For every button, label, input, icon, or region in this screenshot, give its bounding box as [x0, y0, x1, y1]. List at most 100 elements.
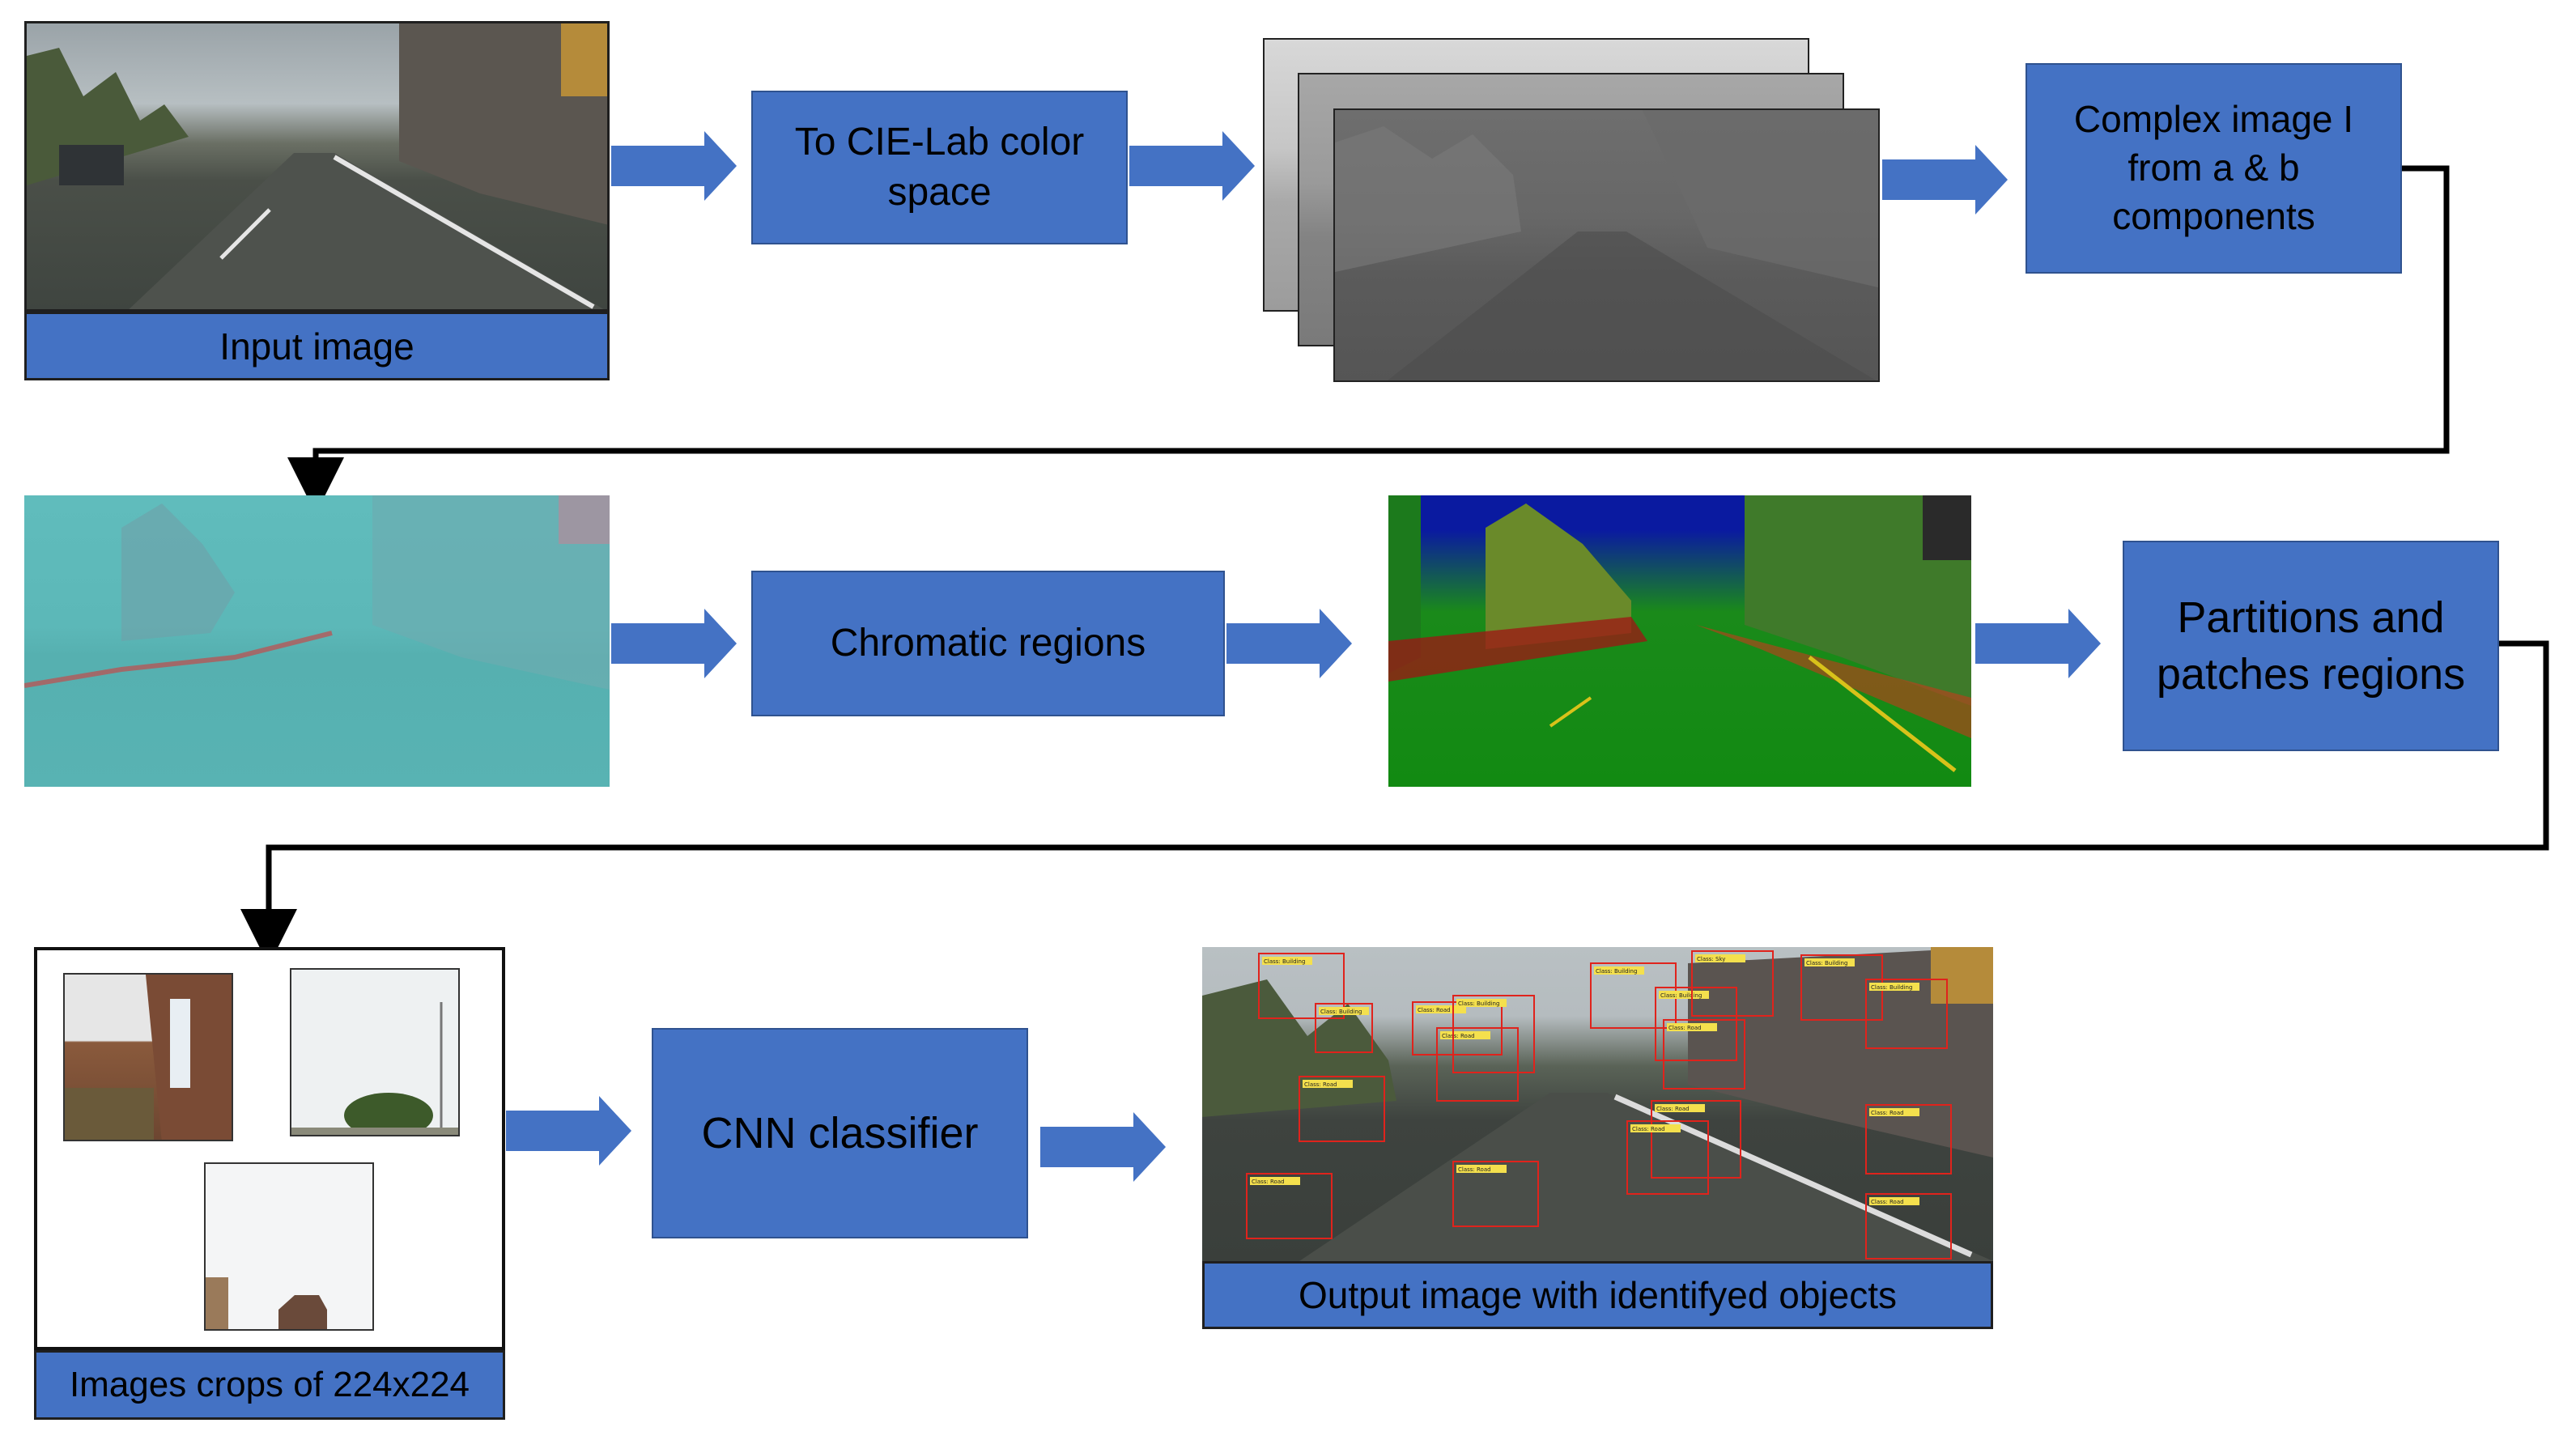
- detection-label: Class: Road: [1458, 1166, 1491, 1173]
- input-street-image: [24, 21, 610, 312]
- detection-rect: [1865, 1104, 1952, 1175]
- crop-building-sketch: [65, 975, 232, 1140]
- cnn-classifier-box: CNN classifier: [652, 1028, 1028, 1238]
- detection-box: Class: Building: [1258, 953, 1345, 1019]
- detection-label: Class: Road: [1656, 1106, 1690, 1112]
- crop-rooftops: [204, 1162, 374, 1331]
- crop-building-sign: [63, 973, 233, 1141]
- detection-box: Class: Road: [1651, 1100, 1741, 1179]
- detection-label: Class: Building: [1871, 984, 1912, 991]
- detection-label: Class: Road: [1252, 1179, 1285, 1185]
- detection-label: Class: Road: [1418, 1007, 1451, 1013]
- detection-tag-bg: [1695, 954, 1745, 962]
- arrow-lab-to-channels: [1129, 131, 1255, 201]
- detection-label: Class: Building: [1458, 1000, 1499, 1007]
- detection-tag-bg: [1594, 966, 1644, 975]
- detection-label: Class: Building: [1596, 968, 1637, 975]
- detection-rect: [1651, 1100, 1741, 1179]
- detection-label: Class: Road: [1442, 1033, 1475, 1039]
- detection-rect: [1436, 1027, 1519, 1102]
- partitions-patches-box: Partitions and patches regions: [2123, 541, 2499, 751]
- detection-label: Class: Road: [1668, 1025, 1702, 1031]
- ab-components-image: [24, 495, 610, 787]
- detection-label: Class: Road: [1304, 1081, 1337, 1088]
- detection-tag-bg: [1250, 1177, 1300, 1185]
- input-scene-sketch: [27, 23, 607, 309]
- detection-tag-bg: [1440, 1031, 1490, 1039]
- crops-caption: Images crops of 224x224: [34, 1350, 505, 1420]
- output-caption-text: Output image with identifyed objects: [1299, 1274, 1897, 1316]
- detection-label: Class: Building: [1264, 958, 1305, 965]
- detection-tag-bg: [1659, 991, 1709, 999]
- cielab-conversion-label: To CIE-Lab color space: [794, 120, 1085, 214]
- connector-row1-to-row2: [287, 165, 2450, 514]
- detection-rect: [1865, 1193, 1952, 1259]
- lab-channel-b-sketch: [1335, 110, 1878, 380]
- detection-rect: [1452, 1161, 1539, 1227]
- detection-rect: [1246, 1173, 1333, 1239]
- arrow-ab-to-chromatic: [611, 609, 737, 678]
- output-caption: Output image with identifyed objects: [1202, 1261, 1993, 1329]
- detection-rect: [1315, 1003, 1373, 1053]
- detection-rect: [1626, 1120, 1709, 1195]
- detection-tag-bg: [1303, 1080, 1353, 1088]
- detection-label: Class: Road: [1871, 1199, 1904, 1205]
- chromatic-regions-label: Chromatic regions: [830, 621, 1146, 665]
- detection-rect: [1452, 995, 1535, 1073]
- detection-rect: [1865, 979, 1948, 1049]
- complex-image-box: Complex image I from a & b components: [2026, 63, 2402, 274]
- detection-label: Class: Building: [1660, 992, 1702, 999]
- crops-caption-text: Images crops of 224x224: [69, 1365, 470, 1404]
- detection-box: Class: Building: [1315, 1003, 1373, 1053]
- detection-box: Class: Building: [1655, 987, 1737, 1061]
- detection-box: Class: Road: [1246, 1173, 1333, 1239]
- detection-box: Class: Road: [1452, 1161, 1539, 1227]
- detection-box: Class: Building: [1452, 995, 1535, 1073]
- arrow-map-to-partitions: [1975, 609, 2101, 678]
- arrow-chromatic-to-map: [1226, 609, 1352, 678]
- detection-box: Class: Road: [1865, 1193, 1952, 1259]
- detection-rect: [1691, 950, 1774, 1017]
- detection-label: Class: Road: [1632, 1126, 1665, 1132]
- detection-tag-bg: [1804, 958, 1855, 966]
- chromatic-regions-map: [1388, 495, 1971, 787]
- detection-rect: [1663, 1019, 1745, 1090]
- detection-tag-bg: [1416, 1005, 1466, 1013]
- detection-tag-bg: [1456, 999, 1507, 1007]
- detection-tag-bg: [1667, 1023, 1717, 1031]
- detection-tag-bg: [1869, 983, 1919, 991]
- detection-label: Class: Building: [1806, 960, 1847, 966]
- detection-label: Class: Building: [1320, 1009, 1362, 1015]
- crop-rooftops-sketch: [206, 1277, 327, 1329]
- cnn-classifier-label: CNN classifier: [701, 1108, 979, 1158]
- arrow-cnn-to-output: [1040, 1112, 1166, 1182]
- lab-channel-b: [1333, 108, 1880, 382]
- detection-box: Class: Road: [1299, 1076, 1385, 1142]
- arrow-crops-to-cnn: [506, 1096, 631, 1166]
- detection-label: Class: Road: [1871, 1110, 1904, 1116]
- detection-label: Class: Sky: [1697, 956, 1725, 962]
- detection-tag-bg: [1655, 1104, 1705, 1112]
- detection-tag-bg: [1869, 1108, 1919, 1116]
- detection-tag-bg: [1456, 1165, 1507, 1173]
- detection-tag-bg: [1630, 1124, 1681, 1132]
- partitions-patches-label: Partitions and patches regions: [2156, 593, 2466, 699]
- ab-components-sketch: [24, 495, 610, 690]
- detection-box: Class: Building: [1865, 979, 1948, 1049]
- connector-row2-to-row3: [240, 640, 2549, 966]
- input-image-caption: Input image: [24, 312, 610, 380]
- chromatic-map-sketch: [1388, 495, 1971, 772]
- detection-box: Class: Road: [1436, 1027, 1519, 1102]
- detection-box: Class: Sky: [1691, 950, 1774, 1017]
- detection-box: Class: Road: [1865, 1104, 1952, 1175]
- arrow-channels-to-complex: [1882, 145, 2008, 215]
- detection-rect: [1299, 1076, 1385, 1142]
- crops-panel: [34, 947, 505, 1350]
- detection-box: Class: Road: [1663, 1019, 1745, 1090]
- detection-tag-bg: [1319, 1007, 1369, 1015]
- detection-box: Class: Road: [1626, 1120, 1709, 1195]
- detection-tag-bg: [1869, 1197, 1919, 1205]
- arrow-input-to-lab: [611, 131, 737, 201]
